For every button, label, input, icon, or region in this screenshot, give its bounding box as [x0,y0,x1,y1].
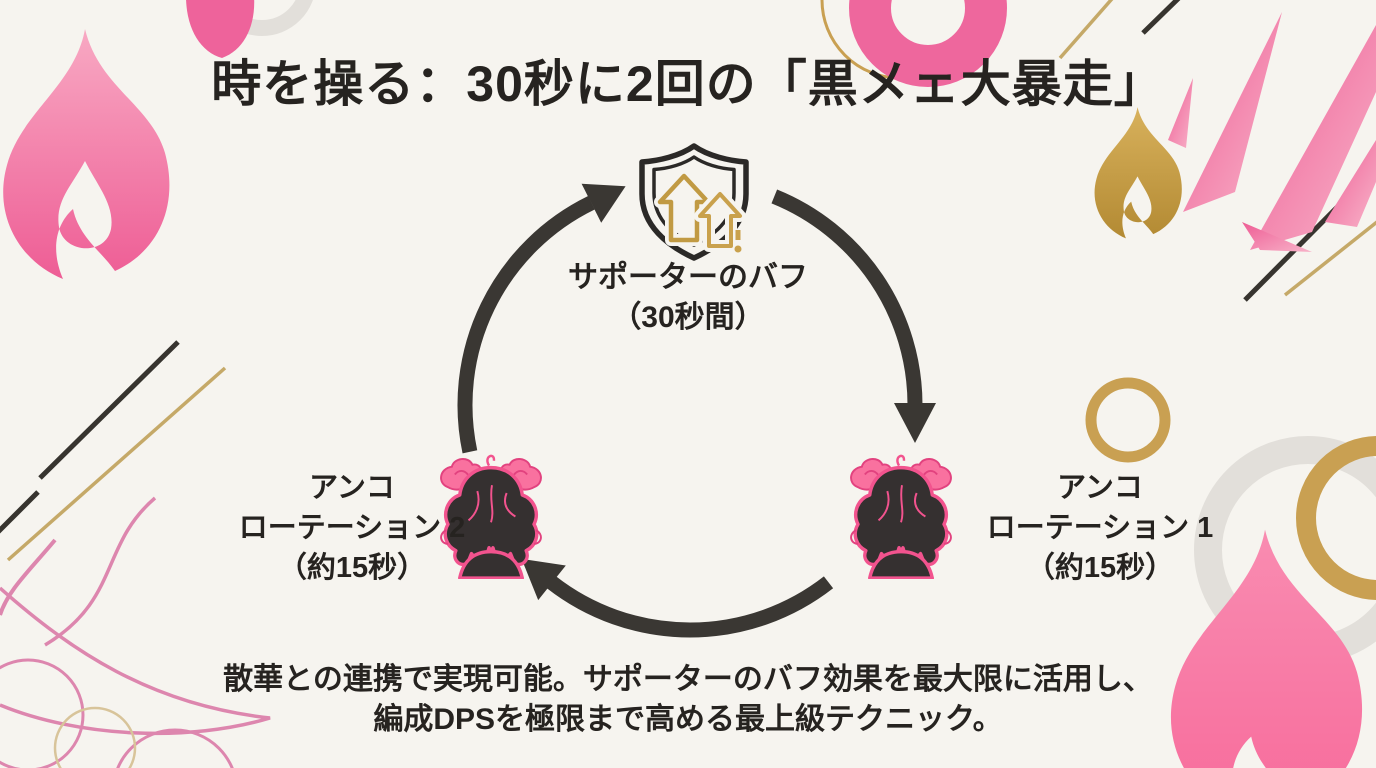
arrow-casing [694,188,746,252]
footer-line-2: 編成DPSを極限まで高める最上級テクニック。 [373,703,1003,736]
cycle-node-top: サポーターのバフ （30秒間） [0,258,1376,338]
footer-line-1: 散華との連携で実現可能。サポーターのバフ効果を最大限に活用し、 [223,663,1153,696]
cycle-arc-bottom [546,576,834,638]
gray-ring [211,0,313,36]
buff-up-arrow-small-icon [698,192,742,248]
arrowhead-down-icon [894,403,936,443]
left-node-label: ローテーション 2 [238,512,466,544]
pink-swirl-lines [0,496,271,768]
body-silhouette [868,549,934,580]
ahoge [896,454,906,467]
pink-ring [849,0,1007,87]
gold-ring-partial [1296,436,1376,600]
footer-note: 散華との連携で実現可能。サポーターのバフ効果を最大限に活用し、 編成DPSを極限… [0,660,1376,740]
bang-lines [467,485,516,523]
side-wisps [440,529,542,545]
shield-outer-outline [639,143,749,261]
gold-diagonal-lines [6,0,1376,562]
right-node-name: アンコ [1057,472,1143,504]
top-node-label: サポーターのバフ [568,261,808,294]
pink-shards [1168,12,1376,252]
bun-curls [864,469,938,477]
bang-lines [877,485,926,523]
right-node-duration: （約15秒） [1025,552,1175,584]
tan-circle-outline [53,706,137,768]
side-wisps [850,529,952,545]
page-title: 時を操る：30秒に2回の「黒メェ大暴走」 [211,56,1165,112]
anko-character-icon [842,452,960,580]
right-node-label: ローテーション 1 [986,512,1214,544]
gold-ring [1085,377,1171,463]
buff-shield-icon [628,142,760,266]
cycle-arc-left [457,196,595,454]
left-node-name: アンコ [309,472,395,504]
top-node-duration: （30秒間） [611,301,765,334]
pink-petal [186,0,255,58]
gold-flame-icon [1094,107,1182,239]
body-silhouette [458,549,524,580]
cycle-node-left: アンコ ローテーション 2 （約15秒） [202,468,502,588]
anko-character-icon [432,452,550,580]
bun-curls [454,469,528,477]
ahoge [486,454,496,467]
arrowhead-upleft-icon [521,558,566,601]
cycle-arrows [457,183,936,638]
cycle-arc-top-right [771,189,923,406]
arrowhead-upright-icon [581,183,626,223]
exclamation-dot [734,245,742,253]
left-node-duration: （約15秒） [277,552,427,584]
cycle-node-right: アンコ ローテーション 1 （約15秒） [950,468,1250,588]
